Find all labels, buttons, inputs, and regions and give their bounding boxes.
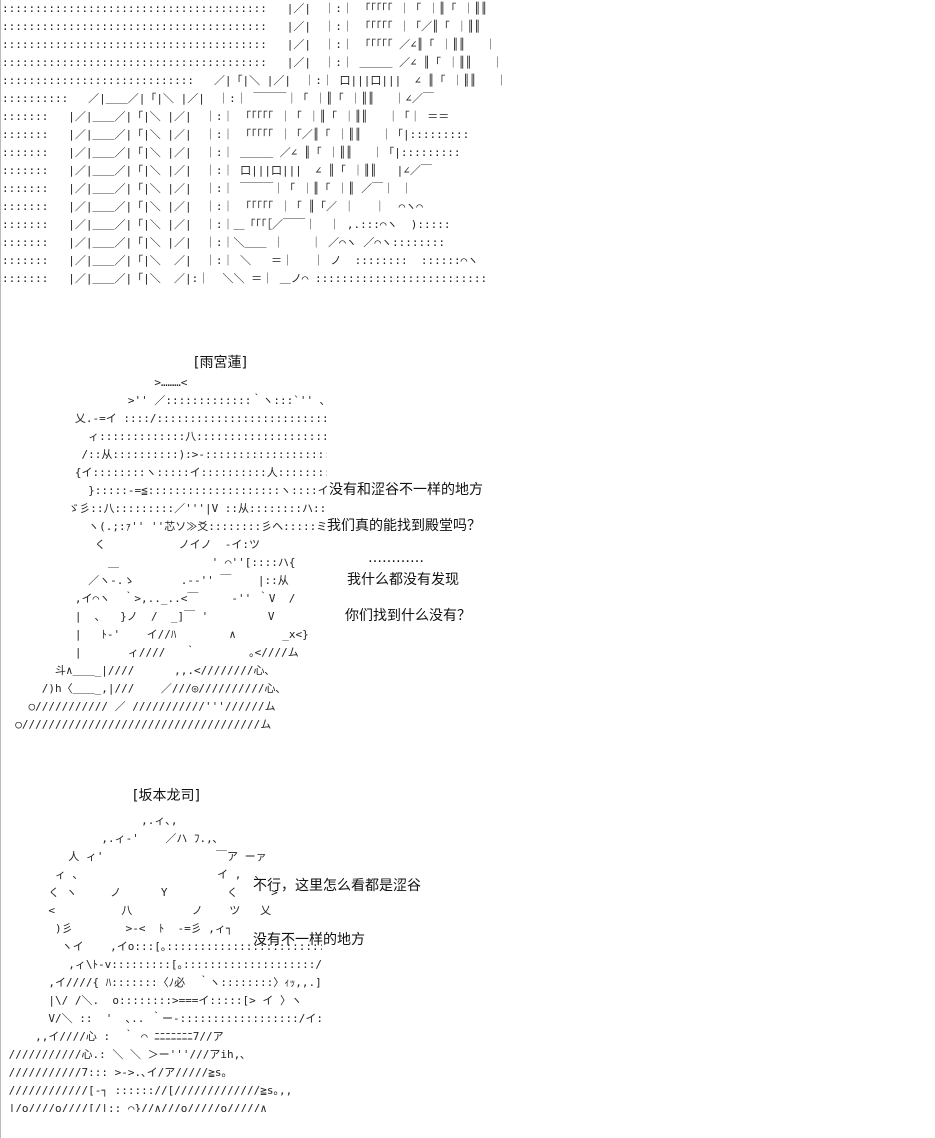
ren-dialogue-line-5: 你们找到什么没有？ [345, 608, 471, 624]
speaker-name-sakamoto-ryuji: [坂本龙司] [133, 788, 200, 804]
ryuji-dialogue-line-2: 没有不一样的地方 [253, 932, 365, 948]
amamiya-ren-ascii-art: >………< >'' ／:::::::::::::｀ヽ:::`'' ､ 乂.-=イ… [15, 376, 327, 731]
ren-dialogue-line-4: 我什么都没有发现 [347, 572, 459, 588]
ren-dialogue-line-3: ………… [368, 550, 424, 566]
ryuji-dialogue-line-1: 不行，这里怎么看都是涩谷 [253, 878, 421, 894]
city-skyline-ascii-art: ::::::::::::::::::::::::::::::::::::::::… [2, 2, 502, 285]
sakamoto-ryuji-ascii-art: ,.ィ､, ,.ィ-' ／ハ ﾌ.,､ 人 ィ' ￣ア ーァ ィ ､ イ , ､… [8, 814, 322, 1112]
speaker-name-amamiya-ren: [雨宮蓮] [194, 355, 247, 371]
ren-dialogue-line-2: 我们真的能找到殿堂吗？ [327, 518, 481, 534]
left-margin-rule [0, 0, 1, 1138]
ren-dialogue-line-1: 没有和涩谷不一样的地方 [329, 482, 483, 498]
